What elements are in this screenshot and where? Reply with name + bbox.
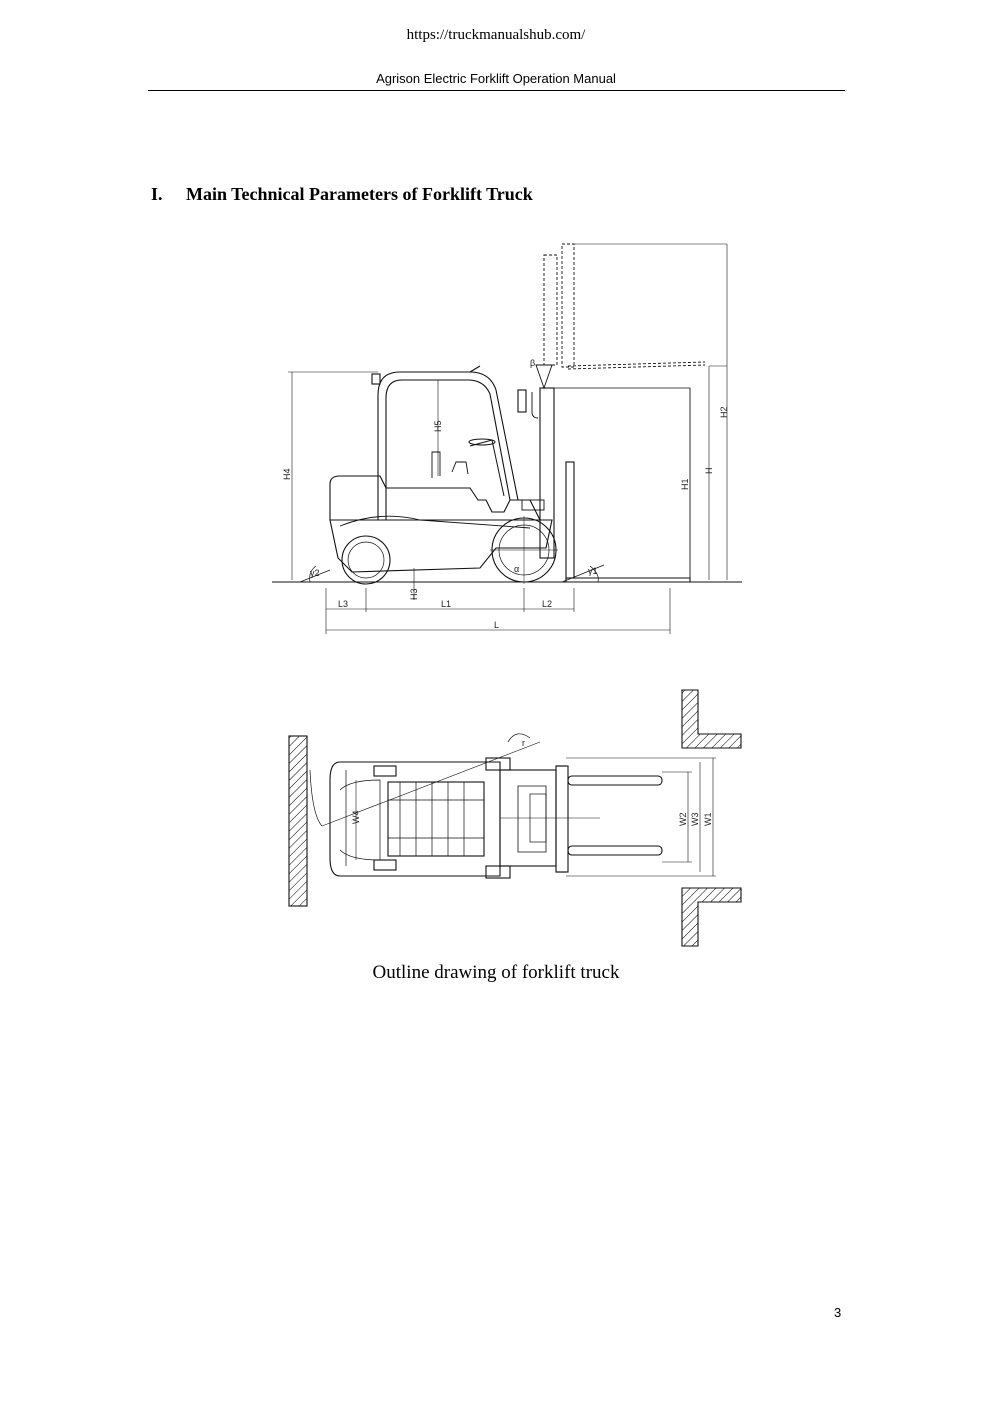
dim-label-w3: W3: [690, 813, 700, 827]
dim-label-r: r: [522, 738, 525, 748]
dim-label-alpha: α: [514, 564, 519, 574]
section-title: Main Technical Parameters of Forklift Tr…: [186, 184, 533, 204]
dim-label-w4: W4: [351, 811, 361, 825]
wall-bottom-right: [681, 887, 742, 947]
source-url: https://truckmanualshub.com/: [406, 27, 586, 43]
figure-caption: Outline drawing of forklift truck: [372, 962, 620, 983]
dim-label-l: L: [494, 620, 499, 630]
fork: [565, 577, 691, 583]
dim-label-h: H: [704, 468, 714, 475]
dim-label-gamma1: γ1: [588, 566, 598, 576]
header-rule: [148, 90, 845, 91]
overhead-guard: [377, 371, 519, 520]
dim-label-h2: H2: [719, 406, 729, 418]
truck-body: [329, 475, 541, 521]
fork-carriage: [565, 461, 575, 579]
raised-mast-ghost: [543, 243, 706, 370]
dim-label-w1: W1: [703, 813, 713, 827]
fork-upper: [567, 775, 663, 786]
dim-label-l1: L1: [441, 599, 451, 609]
page-number: 3: [834, 1305, 842, 1320]
dim-label-h1: H1: [680, 478, 690, 490]
top-body: [329, 761, 501, 877]
dim-label-gamma2: γ2: [310, 568, 320, 578]
section-number: I.: [151, 184, 163, 204]
dim-label-h5: H5: [433, 420, 443, 432]
side-view: [272, 243, 742, 634]
dim-label-h3: H3: [409, 588, 419, 600]
running-header: Agrison Electric Forklift Operation Manu…: [376, 71, 616, 86]
dim-label-beta: β: [530, 358, 535, 368]
top-view: [288, 689, 742, 947]
dim-label-l2: L2: [542, 599, 552, 609]
dim-label-w2: W2: [678, 813, 688, 827]
mast: [539, 387, 555, 559]
wall-top-right: [681, 689, 742, 749]
section-heading: I. Main Technical Parameters of Forklift …: [151, 184, 533, 205]
dim-label-l3: L3: [338, 599, 348, 609]
fork-lower: [567, 845, 663, 856]
dim-label-h4: H4: [282, 468, 292, 480]
wall-left: [288, 735, 308, 907]
rear-wheel: [341, 535, 391, 585]
